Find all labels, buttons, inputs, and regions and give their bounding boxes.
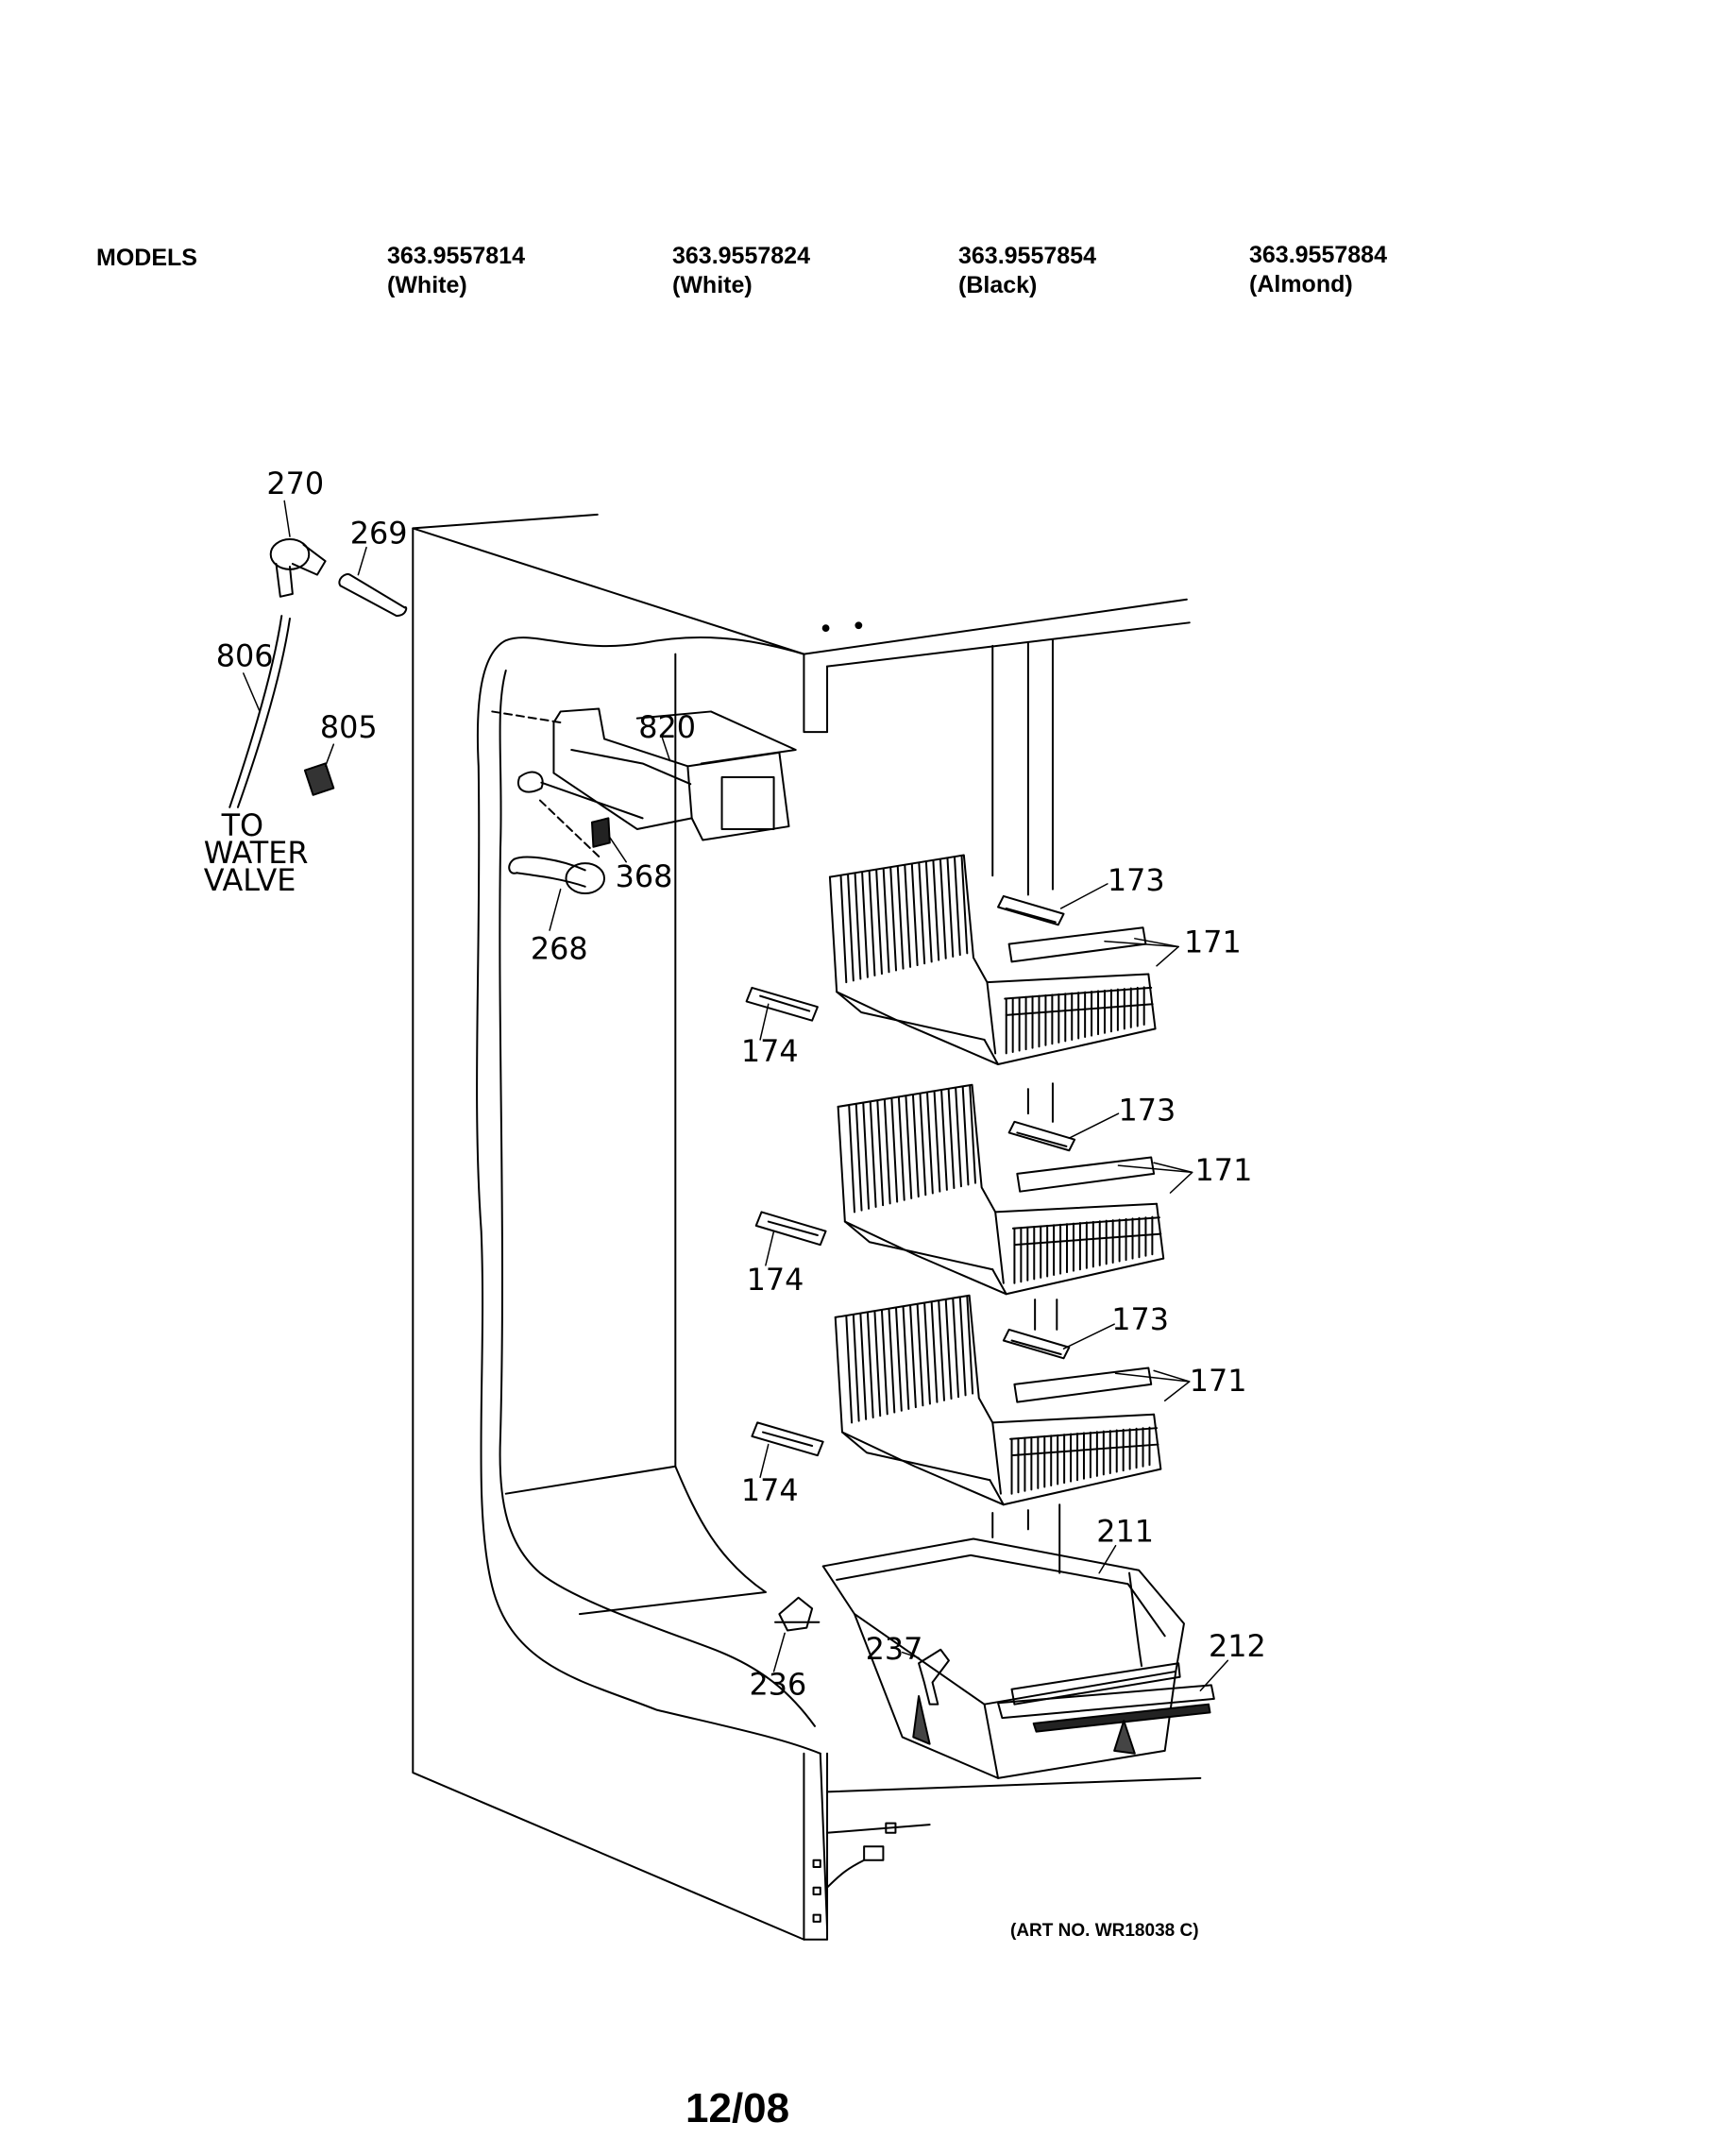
callout-236: 236 [750, 1667, 807, 1703]
model-4-color: (Almond) [1249, 271, 1353, 297]
wire-basket-1 [830, 855, 1156, 1064]
page-identifier: 12/08 [685, 2085, 790, 2131]
callout-212: 212 [1209, 1628, 1266, 1664]
leader-lines [244, 501, 1228, 1690]
callout-806: 806 [216, 638, 274, 674]
basket-brackets [747, 896, 1075, 1455]
model-1-number: 363.9557814 [387, 243, 525, 269]
callout-173-bottom: 173 [1111, 1301, 1169, 1337]
wire-baskets [830, 855, 1163, 1504]
callout-173-middle: 173 [1118, 1092, 1176, 1128]
callout-171-top: 171 [1184, 924, 1242, 959]
model-4: 363.9557884 (Almond) [1249, 241, 1387, 299]
art-number: (ART NO. WR18038 C) [1010, 1921, 1199, 1941]
wire-basket-2 [838, 1085, 1164, 1295]
model-2-color: (White) [672, 272, 753, 298]
callout-173-top: 173 [1108, 862, 1165, 898]
freezer-pan [775, 1538, 1214, 1777]
ice-maker [492, 709, 795, 893]
callout-labels: 270 269 806 805 820 368 268 173 171 174 … [204, 466, 1266, 1702]
model-2: 363.9557824 (White) [672, 242, 810, 300]
callout-171-middle: 171 [1195, 1152, 1253, 1188]
callout-211: 211 [1096, 1513, 1154, 1549]
water-note-line-3: VALVE [204, 862, 296, 898]
callout-174-top: 174 [741, 1033, 799, 1069]
models-label: MODELS [96, 245, 197, 271]
water-supply-parts [229, 539, 406, 807]
wire-basket-3 [836, 1296, 1161, 1505]
model-1-color: (White) [387, 272, 467, 298]
model-3: 363.9557854 (Black) [958, 242, 1096, 300]
callout-805: 805 [320, 709, 378, 745]
callout-174-bottom: 174 [741, 1472, 799, 1508]
callout-171-bottom: 171 [1190, 1363, 1247, 1399]
water-note-line-1: TO [221, 807, 264, 843]
callout-368: 368 [616, 858, 673, 894]
water-note-line-2: WATER [204, 835, 309, 871]
callout-174-middle: 174 [747, 1262, 804, 1298]
model-3-number: 363.9557854 [958, 243, 1096, 269]
model-4-number: 363.9557884 [1249, 242, 1387, 268]
callout-820: 820 [638, 709, 696, 745]
model-1: 363.9557814 (White) [387, 242, 525, 300]
cabinet-outline [413, 515, 1200, 1940]
model-3-color: (Black) [958, 272, 1038, 298]
model-2-number: 363.9557824 [672, 243, 810, 269]
callout-270: 270 [266, 466, 324, 501]
callout-237: 237 [866, 1631, 923, 1667]
callout-269: 269 [350, 515, 408, 551]
callout-268: 268 [531, 931, 588, 967]
